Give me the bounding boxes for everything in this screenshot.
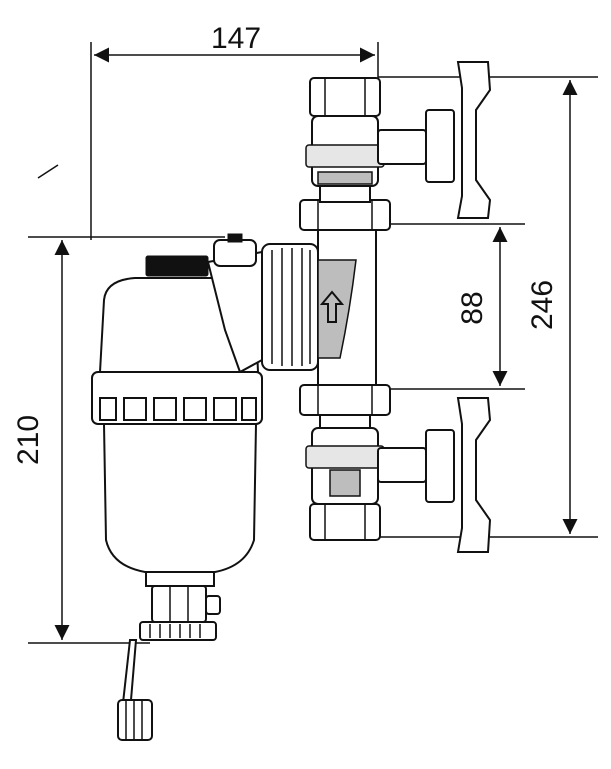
clamp-ring-teeth [99, 397, 257, 421]
drain-handle-grip [125, 700, 143, 740]
flow-arrow-icon [319, 290, 345, 323]
dimension-label-88: 88 [456, 291, 489, 324]
stray-tick [37, 164, 59, 179]
dimension-88: 88 [380, 223, 525, 390]
dimension-label-210: 210 [12, 415, 45, 465]
bottom-valve-assembly [299, 384, 492, 553]
dimension-label-246: 246 [526, 280, 559, 330]
dimension-147: 147 [90, 22, 379, 240]
drain-thread [149, 624, 201, 638]
dimension-210: 210 [12, 236, 225, 644]
dimension-label-147: 147 [211, 22, 261, 55]
union-ring-ribs [271, 248, 311, 366]
valve-marking-plate [329, 469, 361, 497]
filter-body [91, 233, 357, 741]
top-valve-assembly [299, 61, 492, 231]
